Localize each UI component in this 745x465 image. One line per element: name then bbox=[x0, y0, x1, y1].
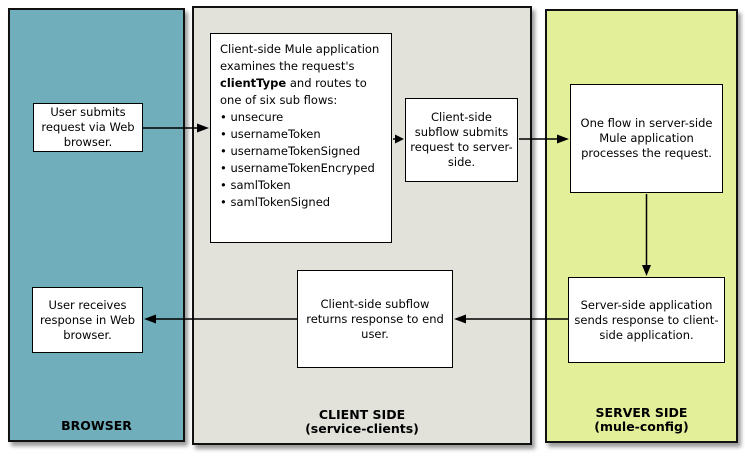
user-submits-text: User submits request via Web browser. bbox=[41, 105, 135, 149]
subflow-submits-text: Client-side subflow submits request to s… bbox=[410, 110, 513, 169]
subflow-item: unsecure bbox=[220, 109, 385, 126]
server-side-column: One flow in server-side Mule application… bbox=[545, 9, 738, 443]
server-sends-text: Server-side application sends response t… bbox=[574, 297, 719, 342]
browser-column-label: BROWSER bbox=[61, 418, 132, 433]
examines-text-after: and routes to one of six sub flows: bbox=[220, 76, 367, 107]
subflow-item: samlTokenSigned bbox=[220, 194, 385, 211]
subflow-item: samlToken bbox=[220, 177, 385, 194]
server-side-label-line2: (mule-config) bbox=[594, 419, 689, 434]
client-side-label-line1: CLIENT SIDE bbox=[318, 407, 406, 422]
client-type-keyword: clientType bbox=[220, 76, 287, 90]
client-examines-text: Client-side Mule application examines th… bbox=[220, 41, 385, 211]
subflow-item: usernameTokenEncryped bbox=[220, 160, 385, 177]
client-side-column-label: CLIENT SIDE (service-clients) bbox=[194, 408, 530, 436]
user-receives-text: User receives response in Web browser. bbox=[39, 297, 136, 342]
subflow-submits-box: Client-side subflow submits request to s… bbox=[405, 98, 518, 182]
server-side-label-line1: SERVER SIDE bbox=[595, 405, 688, 420]
server-side-column-label: SERVER SIDE (mule-config) bbox=[547, 406, 736, 434]
subflow-returns-box: Client-side subflow returns response to … bbox=[297, 270, 453, 368]
client-examines-box: Client-side Mule application examines th… bbox=[210, 33, 392, 243]
client-side-label-line2: (service-clients) bbox=[305, 421, 419, 436]
subflow-item: usernameTokenSigned bbox=[220, 143, 385, 160]
subflow-item: usernameToken bbox=[220, 126, 385, 143]
user-submits-box: User submits request via Web browser. bbox=[33, 103, 143, 152]
client-side-column: Client-side Mule application examines th… bbox=[192, 6, 532, 445]
subflow-returns-text: Client-side subflow returns response to … bbox=[306, 296, 444, 341]
user-receives-box: User receives response in Web browser. bbox=[32, 287, 143, 353]
one-flow-box: One flow in server-side Mule application… bbox=[570, 84, 723, 193]
one-flow-text: One flow in server-side Mule application… bbox=[580, 116, 713, 160]
subflow-list: unsecure usernameToken usernameTokenSign… bbox=[220, 109, 385, 211]
browser-column: User submits request via Web browser. Us… bbox=[8, 8, 185, 442]
server-sends-box: Server-side application sends response t… bbox=[568, 277, 725, 363]
examines-text-before: Client-side Mule application examines th… bbox=[220, 42, 380, 73]
